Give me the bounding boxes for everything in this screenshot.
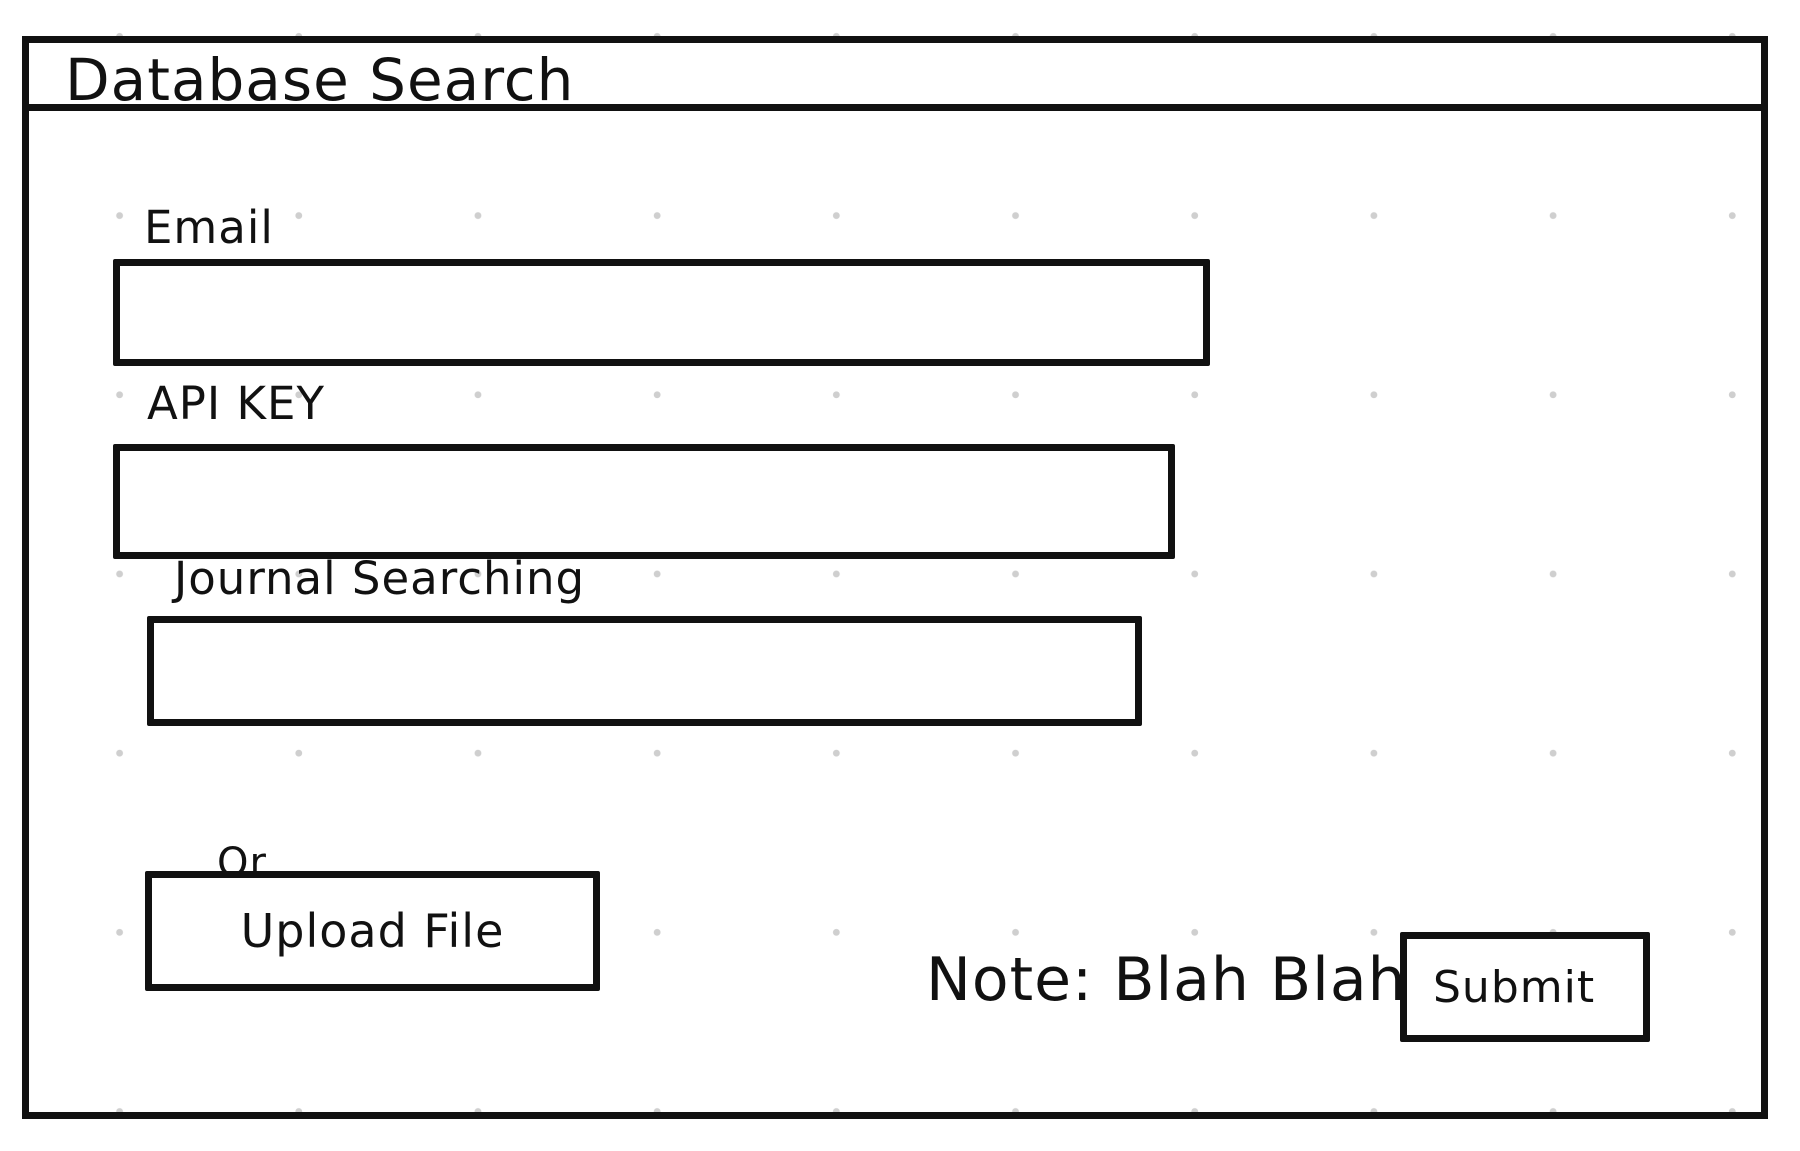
api-key-input[interactable]	[113, 444, 1175, 559]
submit-button[interactable]: Submit	[1400, 932, 1650, 1042]
upload-file-button[interactable]: Upload File	[145, 871, 600, 991]
journal-searching-input[interactable]	[147, 616, 1142, 726]
api-key-label: API KEY	[147, 377, 325, 430]
email-input[interactable]	[113, 259, 1210, 366]
journal-searching-label: Journal Searching	[174, 552, 586, 605]
window-titlebar: Database Search	[29, 43, 1761, 114]
window-title: Database Search	[65, 46, 575, 114]
email-label: Email	[144, 201, 274, 254]
note-text: Note: Blah Blah	[926, 945, 1407, 1015]
database-search-window: Database Search	[22, 36, 1768, 1119]
